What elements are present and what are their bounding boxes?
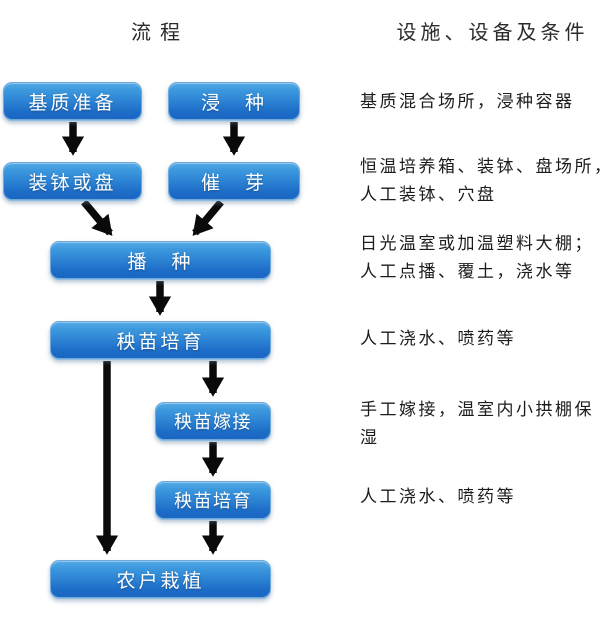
flow-node-seed-soaking: 浸 种 <box>168 82 300 120</box>
flow-node-pot-or-tray-filling: 装钵或盘 <box>3 162 142 200</box>
annotation-watering-spraying-1: 人工浇水、喷药等 <box>360 325 516 353</box>
annotation-line: 日光温室或加温塑料大棚； <box>360 234 594 253</box>
annotation-incubator-pots: 恒温培养箱、装钵、盘场所， 人工装钵、穴盘 <box>360 153 611 209</box>
annotation-watering-spraying-2: 人工浇水、喷药等 <box>360 483 516 511</box>
flow-node-sowing: 播 种 <box>50 241 271 279</box>
annotation-line: 湿 <box>360 428 380 447</box>
flow-node-seedling-cultivation-2: 秧苗培育 <box>155 481 271 519</box>
annotation-line: 人工浇水、喷药等 <box>360 329 516 348</box>
edge-pot-filling-to-sowing <box>81 199 113 236</box>
edge-germination-to-sowing <box>192 199 224 236</box>
annotation-substrate-soaking: 基质混合场所，浸种容器 <box>360 88 575 116</box>
flow-node-substrate-preparation: 基质准备 <box>3 82 142 120</box>
annotation-line: 人工装钵、穴盘 <box>360 185 497 204</box>
flow-node-seedling-cultivation-1: 秧苗培育 <box>50 321 271 359</box>
flow-node-farmer-planting: 农户栽植 <box>50 560 271 598</box>
annotation-manual-grafting: 手工嫁接，温室内小拱棚保 湿 <box>360 396 594 452</box>
flow-node-germination: 催 芽 <box>168 162 300 200</box>
left-column-header: 流程 <box>131 22 189 44</box>
annotation-line: 恒温培养箱、装钵、盘场所， <box>360 157 611 176</box>
right-column-header: 设施、设备及条件 <box>396 22 589 44</box>
flow-node-seedling-grafting: 秧苗嫁接 <box>155 402 271 440</box>
annotation-line: 人工浇水、喷药等 <box>360 487 516 506</box>
annotation-greenhouse-sowing: 日光温室或加温塑料大棚； 人工点播、覆土，浇水等 <box>360 230 594 286</box>
annotation-line: 手工嫁接，温室内小拱棚保 <box>360 400 594 419</box>
annotation-line: 基质混合场所，浸种容器 <box>360 92 575 111</box>
annotation-line: 人工点播、覆土，浇水等 <box>360 262 575 281</box>
